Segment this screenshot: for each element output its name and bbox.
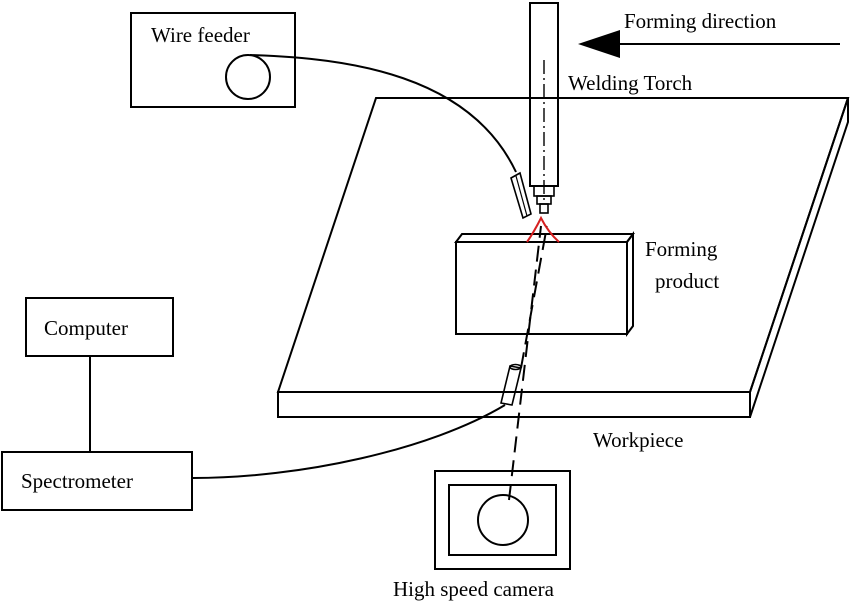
wire-feeder-spool (225, 54, 271, 100)
forming-product-label-line2: product (655, 269, 719, 293)
camera-sight-lines (508, 225, 548, 501)
camera-inner-frame (448, 484, 557, 556)
computer: Computer (25, 297, 174, 357)
product-front (455, 241, 628, 335)
optical-probe (500, 363, 522, 406)
spectrometer-box (1, 451, 193, 511)
forming-product-label-line1: Forming (645, 237, 718, 261)
computer-label: Computer (44, 316, 128, 340)
high-speed-camera-label: High speed camera (393, 577, 555, 601)
product-side (626, 231, 634, 337)
wire-cable (249, 54, 517, 173)
welding-arc (526, 215, 560, 243)
probe-body (500, 365, 522, 406)
plate-side (749, 97, 849, 418)
wire-feeder-box (130, 12, 296, 108)
forming-product: Forming product (454, 231, 719, 337)
arrow-head (578, 30, 620, 58)
camera-lens (477, 494, 529, 546)
wire-guide-inner (515, 175, 528, 217)
high-speed-camera: High speed camera (393, 470, 571, 601)
camera-outer-frame (434, 470, 571, 570)
wire-guide (510, 171, 532, 220)
wire-feeder: Wire feeder (130, 12, 296, 108)
computer-box (25, 297, 174, 357)
plate-top (276, 97, 850, 393)
forming-direction-arrow: Forming direction (578, 9, 840, 58)
workpiece-plate (276, 97, 850, 418)
welding-torch-label: Welding Torch (568, 71, 693, 95)
sight-line-camera (508, 225, 542, 501)
fiber-cable (192, 404, 506, 479)
welding-torch: Welding Torch (529, 2, 693, 214)
spectrometer: Spectrometer (1, 451, 193, 511)
spectrometer-label: Spectrometer (21, 469, 133, 493)
workpiece-label: Workpiece (593, 428, 683, 452)
wire-feeder-label: Wire feeder (151, 23, 250, 47)
probe-tip (509, 363, 522, 371)
forming-direction-label: Forming direction (624, 9, 777, 33)
sight-line-probe (520, 225, 548, 369)
torch-electrode (539, 203, 549, 214)
